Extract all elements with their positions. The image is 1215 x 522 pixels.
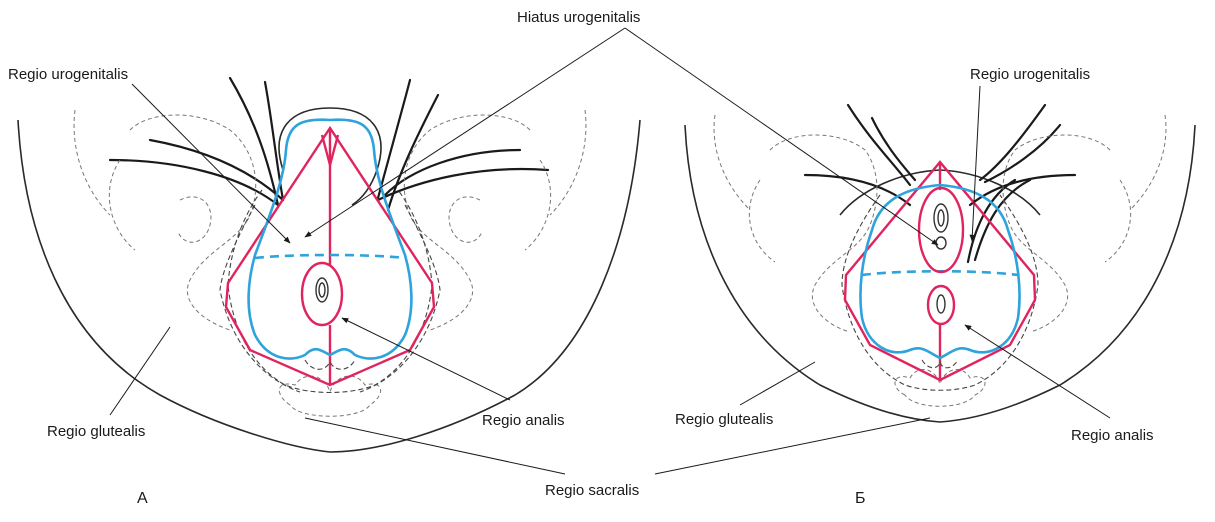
panel-b-pelvic-bone-right bbox=[1003, 135, 1131, 332]
label-regio-urogenitalis-a: Regio urogenitalis bbox=[8, 66, 128, 83]
panel-b-anal-region bbox=[928, 286, 954, 324]
label-regio-urogenitalis-b: Regio urogenitalis bbox=[970, 66, 1090, 83]
panel-b-pelvic-bone-left bbox=[749, 135, 877, 332]
panel-label-b: Б bbox=[855, 490, 866, 507]
panel-label-a: А bbox=[137, 490, 148, 507]
label-regio-analis-a: Regio analis bbox=[482, 412, 565, 429]
panel-b-urogenital-oval bbox=[919, 188, 963, 272]
panel-a-hair bbox=[230, 78, 278, 205]
label-regio-glutealis-a: Regio glutealis bbox=[47, 423, 145, 440]
panel-a-illustration bbox=[18, 78, 640, 452]
panel-a-anal-region bbox=[302, 263, 342, 325]
label-regio-sacralis: Regio sacralis bbox=[545, 482, 639, 499]
panel-b-illustration bbox=[685, 105, 1195, 422]
label-hiatus-urogenitalis: Hiatus urogenitalis bbox=[517, 9, 640, 26]
label-regio-glutealis-b: Regio glutealis bbox=[675, 411, 773, 428]
panel-a-pelvic-bone-right bbox=[404, 115, 550, 330]
label-regio-analis-b: Regio analis bbox=[1071, 427, 1154, 444]
